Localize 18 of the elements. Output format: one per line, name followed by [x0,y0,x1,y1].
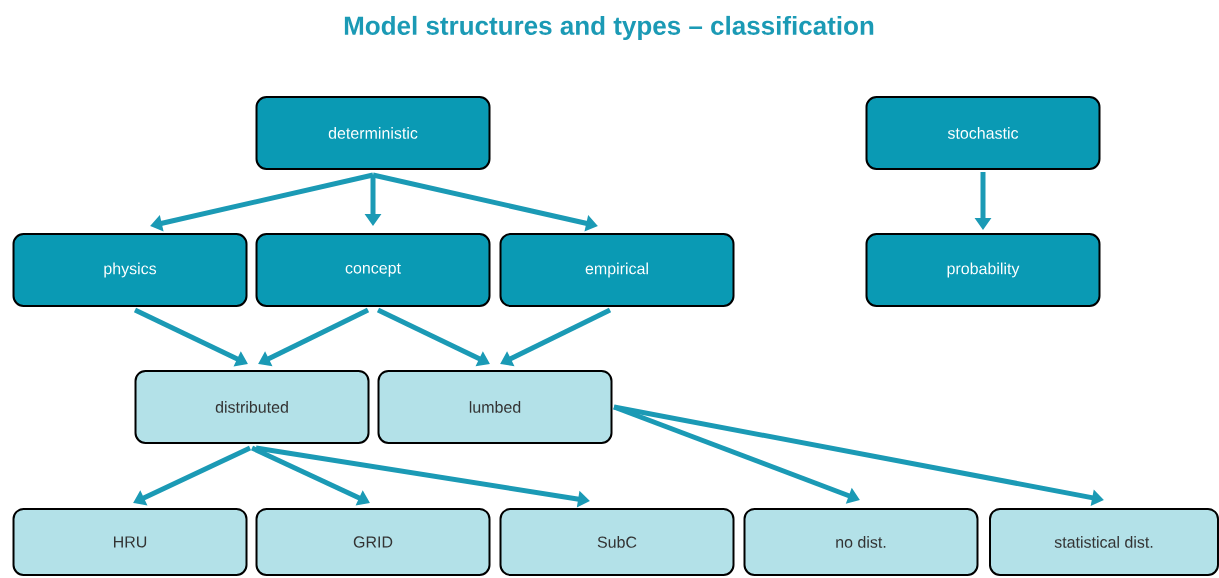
category-box: concept [255,233,491,307]
subtype-box: statistical dist. [989,508,1219,576]
subtype-box: GRID [255,508,491,576]
subtype-box: HRU [12,508,248,576]
category-box: deterministic [255,96,491,170]
arrow [500,307,612,367]
category-box: physics [12,233,248,307]
subtype-box: lumbed [377,370,613,444]
title: Model structures and types – classification [344,15,874,41]
subtype-box: distributed [134,370,370,444]
subtype-box: no dist. [743,508,979,576]
arrow [133,445,252,506]
subtype-box: SubC [499,508,735,576]
category-box: stochastic [865,96,1101,170]
arrow [258,307,370,367]
arrow [250,445,370,506]
category-box: empirical [499,233,735,307]
category-box: probability [865,233,1101,307]
